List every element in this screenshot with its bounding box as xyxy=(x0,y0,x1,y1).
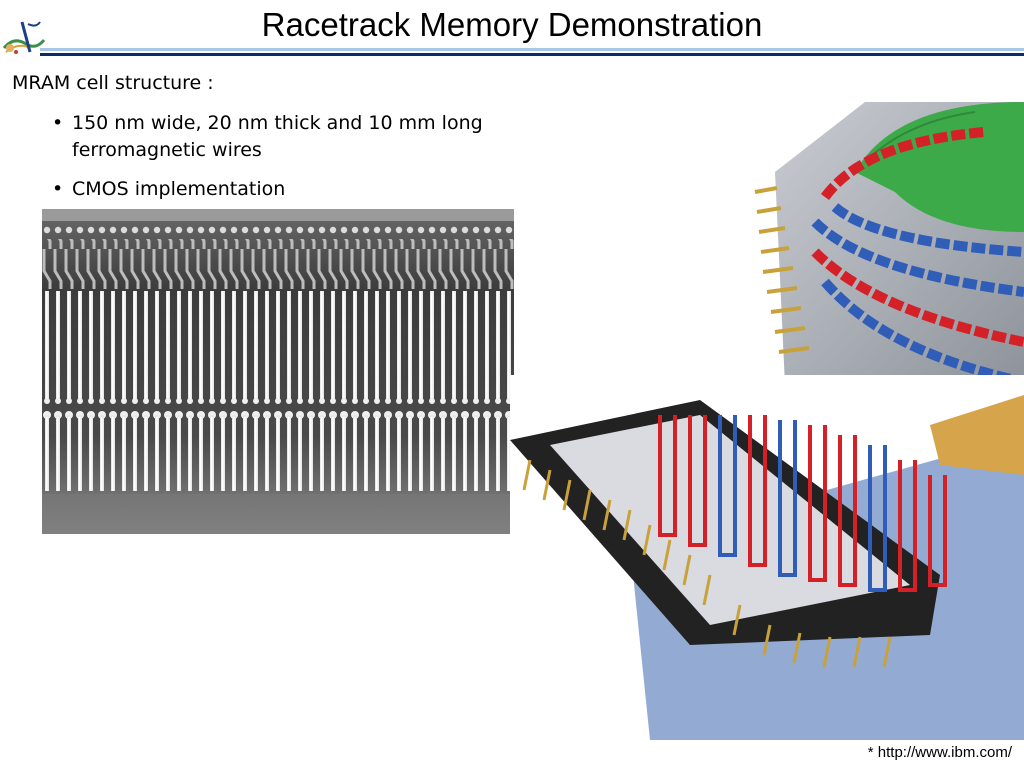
bullet-icon: • xyxy=(52,112,64,134)
bullet-item: • 150 nm wide, 20 nm thick and 10 mm lon… xyxy=(52,110,592,164)
title-rule-dark xyxy=(40,53,1024,56)
sem-micrograph-image xyxy=(42,209,514,534)
section-heading: MRAM cell structure : xyxy=(12,72,214,94)
slide-title: Racetrack Memory Demonstration xyxy=(261,6,763,43)
title-rule-light xyxy=(40,48,1024,51)
bullet-item: • CMOS implementation xyxy=(52,176,592,203)
source-footnote: * http://www.ibm.com/ xyxy=(867,744,1012,761)
racetrack-cars-chip-image xyxy=(745,102,1024,385)
bullet-icon: • xyxy=(52,178,64,200)
logo-icon xyxy=(2,21,46,54)
racetrack-wire-chip-image xyxy=(510,375,1024,740)
bullet-text: CMOS implementation xyxy=(72,178,286,200)
bullet-list: • 150 nm wide, 20 nm thick and 10 mm lon… xyxy=(52,110,592,215)
bullet-text: 150 nm wide, 20 nm thick and 10 mm long … xyxy=(72,112,483,161)
